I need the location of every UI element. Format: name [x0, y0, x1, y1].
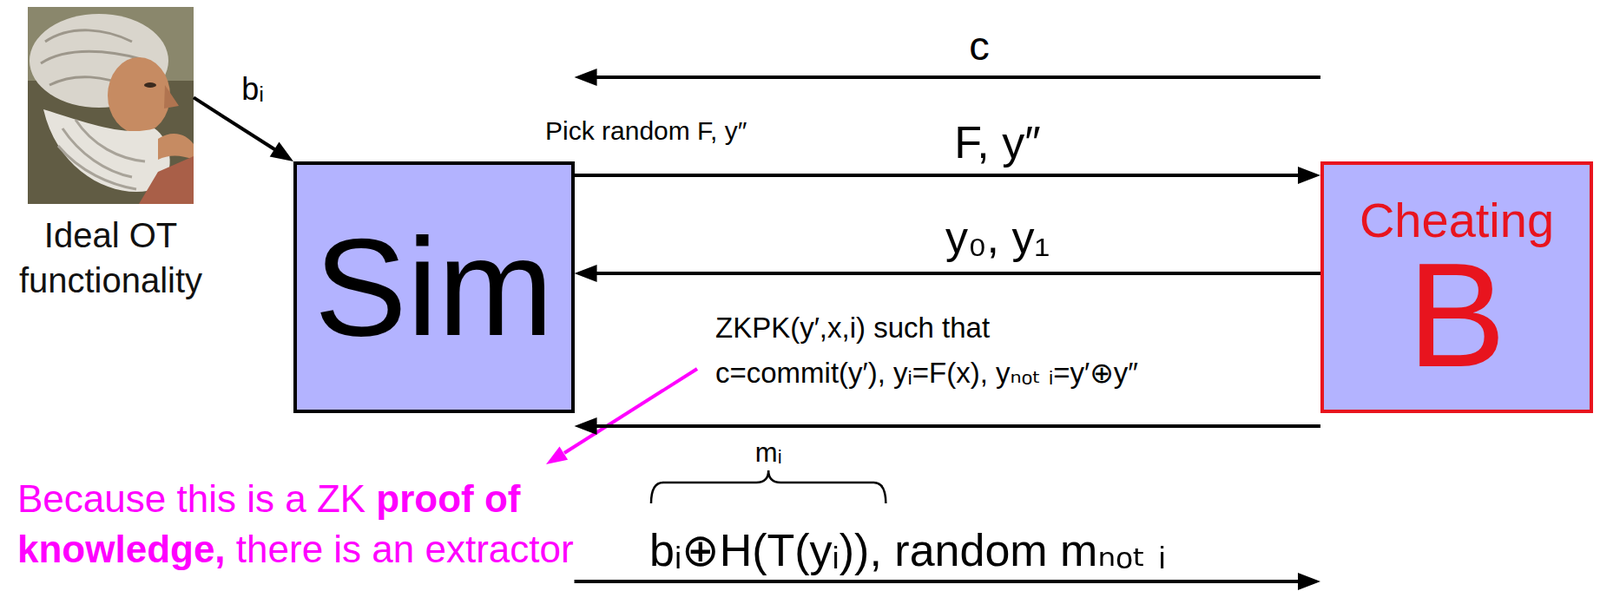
word: mᵢ	[755, 437, 783, 468]
word: of	[484, 477, 521, 521]
message-label: bᵢ	[239, 72, 266, 107]
message-arrow	[574, 417, 1321, 435]
word: y″	[1001, 117, 1041, 168]
word: ZK	[316, 477, 376, 521]
word: there	[236, 527, 335, 571]
portrait-arm	[158, 133, 194, 160]
message-arrow	[193, 97, 294, 162]
word: bᵢ	[241, 71, 264, 107]
word: knowledge,	[17, 527, 237, 571]
arrow-line	[592, 75, 1321, 80]
portrait-eye	[144, 82, 157, 88]
arrow-line	[193, 97, 278, 152]
word: a	[284, 477, 317, 521]
portrait-ground	[27, 6, 194, 205]
callout-note: Because this is a ZK proof of knowledge,…	[15, 474, 576, 575]
word: functionality	[19, 261, 203, 300]
arrow-line	[592, 424, 1321, 428]
word: ZKPK(y′,x,i)	[715, 311, 874, 344]
arrowhead	[574, 264, 598, 283]
word: yₙₒₜ	[995, 356, 1049, 389]
word: F,	[697, 116, 725, 145]
word: c	[968, 22, 990, 69]
word: OT	[129, 216, 178, 255]
word: proof	[375, 477, 485, 521]
word: this	[176, 477, 247, 521]
word: c=commit(y′),	[715, 356, 894, 389]
portrait-face	[107, 57, 171, 134]
word: bᵢ⊕H(T(yᵢ)),	[649, 525, 895, 576]
word: ᵢ	[1158, 525, 1166, 576]
leader-arrowhead	[546, 447, 568, 465]
arrowhead	[574, 68, 598, 86]
word: that	[941, 311, 990, 344]
box-title: Sim	[314, 217, 554, 357]
word: Because	[17, 477, 177, 521]
arrow-line	[592, 271, 1321, 276]
word: random	[894, 525, 1061, 576]
message-label: ZKPK(y′,x,i) such that c=commit(y′), yᵢ=…	[713, 305, 1140, 396]
portrait-robe	[138, 156, 194, 205]
curly-brace	[651, 470, 886, 504]
word: such	[873, 311, 942, 344]
arrowhead	[1297, 166, 1321, 185]
message-arrow	[574, 264, 1321, 283]
portrait-nose	[164, 85, 179, 109]
creator-portrait	[27, 6, 194, 205]
box-title: B	[1407, 249, 1506, 382]
arrow-line	[574, 173, 1304, 178]
ideal-functionality-figure: Ideal OT functionality	[27, 6, 194, 205]
message-label: y₀, y₁	[943, 212, 1052, 263]
adversary-box: CheatingB	[1320, 161, 1594, 414]
word: an	[371, 527, 425, 571]
message-arrow	[574, 166, 1321, 185]
beard-strands	[58, 119, 145, 190]
portrait-beard	[43, 109, 171, 192]
word: y″	[724, 116, 748, 145]
message-arrow	[574, 68, 1321, 86]
word: Pick	[545, 116, 602, 145]
word: is	[246, 477, 285, 521]
annotation: Pick random F, y″	[543, 116, 749, 145]
brace-label: mᵢ	[753, 438, 784, 468]
arrowhead	[1297, 572, 1321, 591]
word: y₀,	[945, 211, 1012, 263]
arrow-line	[574, 579, 1304, 584]
word: F,	[954, 117, 1002, 168]
arrowhead	[574, 417, 598, 435]
word: Sim	[314, 209, 554, 365]
word: ᵢ=y′⊕y″	[1048, 356, 1139, 389]
message-label: c	[967, 23, 992, 69]
word: is	[333, 527, 372, 571]
message-label: F, y″	[952, 118, 1042, 168]
arrowhead	[269, 142, 294, 162]
word: y₁	[1011, 211, 1050, 263]
word: random	[601, 116, 698, 145]
word: B	[1407, 232, 1506, 398]
leader-line	[564, 368, 698, 454]
figure-caption: Ideal OT functionality	[19, 212, 203, 303]
message-label: bᵢ⊕H(T(yᵢ)), random mₙₒₜ ᵢ	[647, 526, 1168, 576]
word: mₙₒₜ	[1060, 525, 1159, 576]
word: extractor	[425, 527, 574, 571]
simulator-box: Sim	[293, 161, 575, 414]
word: yᵢ=F(x),	[893, 356, 996, 389]
word: Ideal	[44, 216, 130, 255]
